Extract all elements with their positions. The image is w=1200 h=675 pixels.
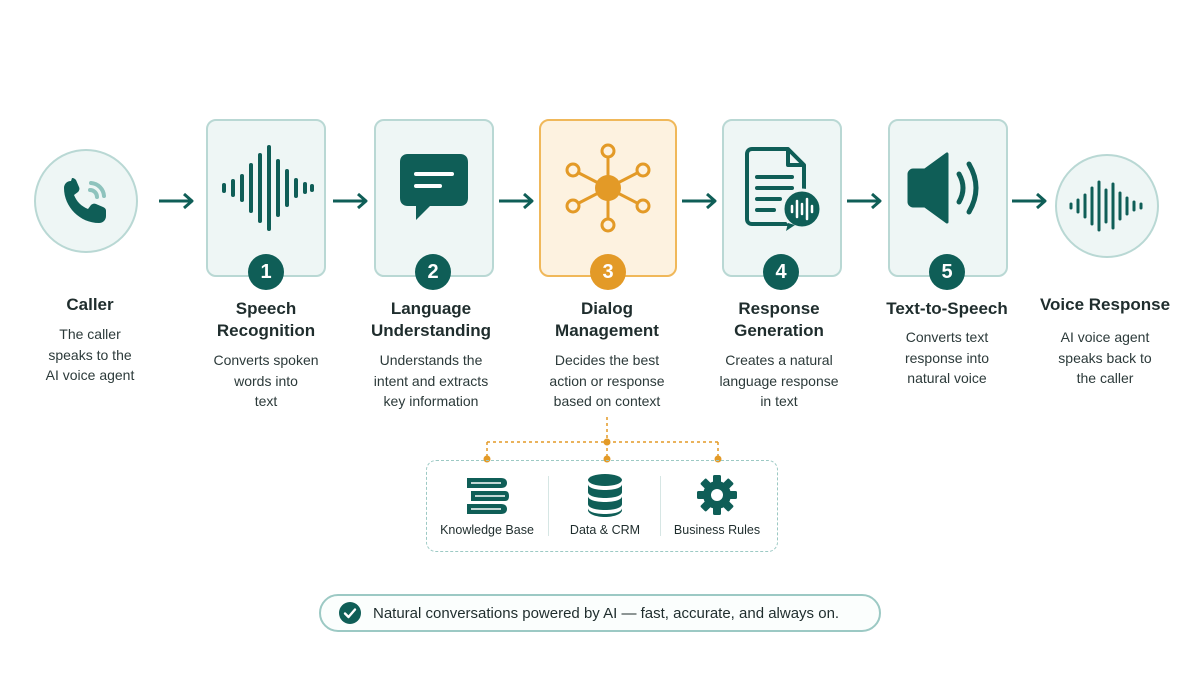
document-audio-icon [745,147,823,231]
step-card-language-understanding [374,119,494,277]
step-number-badge: 5 [929,254,965,290]
chat-bubble-icon [400,154,468,220]
step-number-badge: 1 [248,254,284,290]
waveform-icon [1069,180,1143,232]
check-icon [339,602,361,624]
step-number-badge: 4 [763,254,799,290]
arrow-icon [847,192,882,210]
arrow-icon [159,192,194,210]
step-title: Text-to-Speech [886,299,1008,318]
step-card-speech-recognition [206,119,326,277]
resource-label: Knowledge Base [440,523,534,537]
voice-response-title: Voice Response [1039,295,1171,314]
arrow-icon [499,192,534,210]
step-number-badge: 2 [415,254,451,290]
books-icon [467,478,509,514]
resources-panel [426,460,778,552]
phone-icon [64,178,106,223]
divider [660,476,661,536]
speaker-icon [907,152,979,224]
resource-label: Data & CRM [569,523,641,537]
step-card-response-generation [722,119,842,277]
database-icon [588,474,622,517]
arrow-icon [333,192,368,210]
waveform-icon [222,145,314,231]
step-card-dialog-management [539,119,677,277]
banner-text: Natural conversations powered by AI — fa… [373,604,840,622]
caller-title: Caller [66,295,114,314]
resource-label: Business Rules [673,523,761,537]
voice-response-circle [1055,154,1159,258]
arrow-icon [1012,192,1047,210]
gear-icon [697,475,737,515]
step-card-text-to-speech [888,119,1008,277]
caller-circle [34,149,138,253]
arrow-icon [682,192,717,210]
divider [548,476,549,536]
network-hub-icon [565,143,651,233]
summary-banner: Natural conversations powered by AI — fa… [319,594,881,632]
step-number-badge: 3 [590,254,626,290]
